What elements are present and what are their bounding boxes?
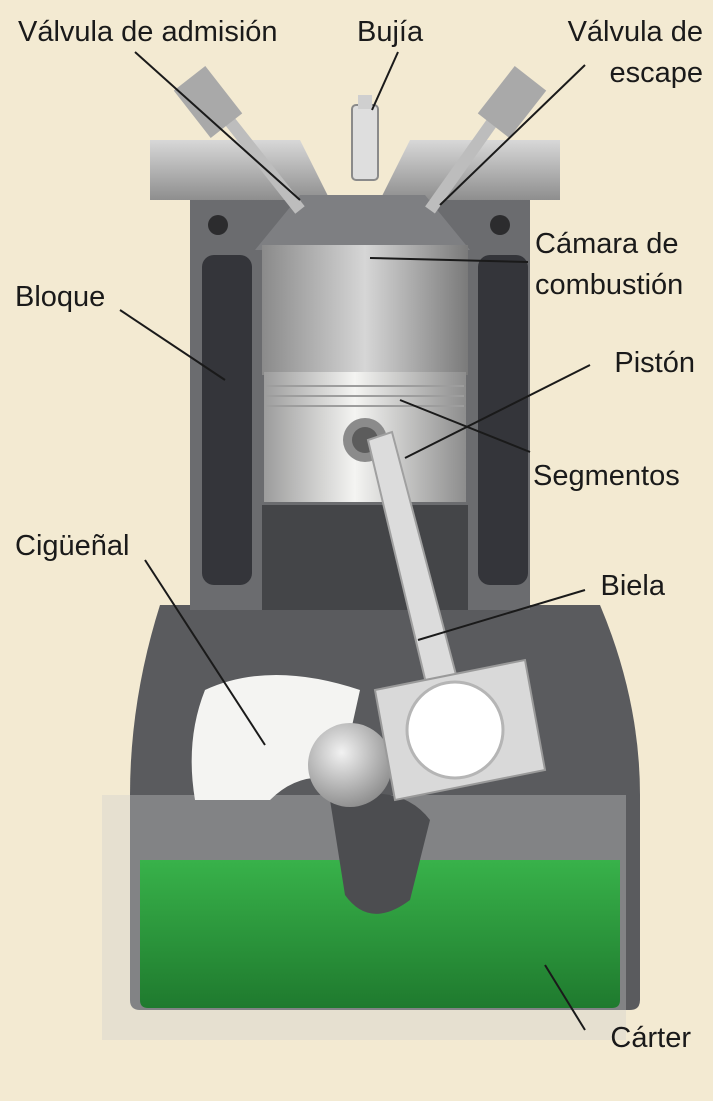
label-crankcase: Cárter [610,1022,691,1054]
label-connecting-rod: Biela [600,570,666,602]
label-combustion-chamber-line2: combustión [535,269,684,301]
label-exhaust-valve-line2: escape [609,57,703,89]
leader-crankshaft [144,559,266,746]
leader-crankcase [544,964,586,1031]
intake-valve [173,66,305,214]
combustion-chamber [262,245,468,375]
piston [264,372,466,502]
leader-lines [119,51,591,1031]
leader-exhaust-valve [439,64,586,206]
leader-block [119,309,226,381]
crankshaft-web [330,793,430,914]
label-piston: Pistón [614,347,695,379]
crank-journal [308,723,392,807]
spark-plug [351,95,379,181]
leader-connecting-rod [417,589,586,641]
leader-intake-valve [134,51,301,201]
leader-rings [399,399,531,453]
label-intake-valve: Válvula de admisión [18,16,278,48]
label-combustion-chamber-line1: Cámara de [535,228,679,260]
label-rings: Segmentos [533,460,680,492]
leader-piston [404,364,591,459]
connecting-rod [366,430,547,802]
label-exhaust-valve-line1: Válvula de [567,16,703,48]
oil-sump [140,860,620,1008]
label-block: Bloque [15,281,106,313]
label-spark-plug: Bujía [357,16,424,48]
coolant-jacket-right [478,255,528,585]
exhaust-valve [425,66,547,214]
leader-spark-plug [371,51,399,111]
coolant-jacket-left [202,255,252,585]
leader-combustion-chamber [369,257,529,263]
label-crankshaft: Cigüeñal [15,530,130,562]
